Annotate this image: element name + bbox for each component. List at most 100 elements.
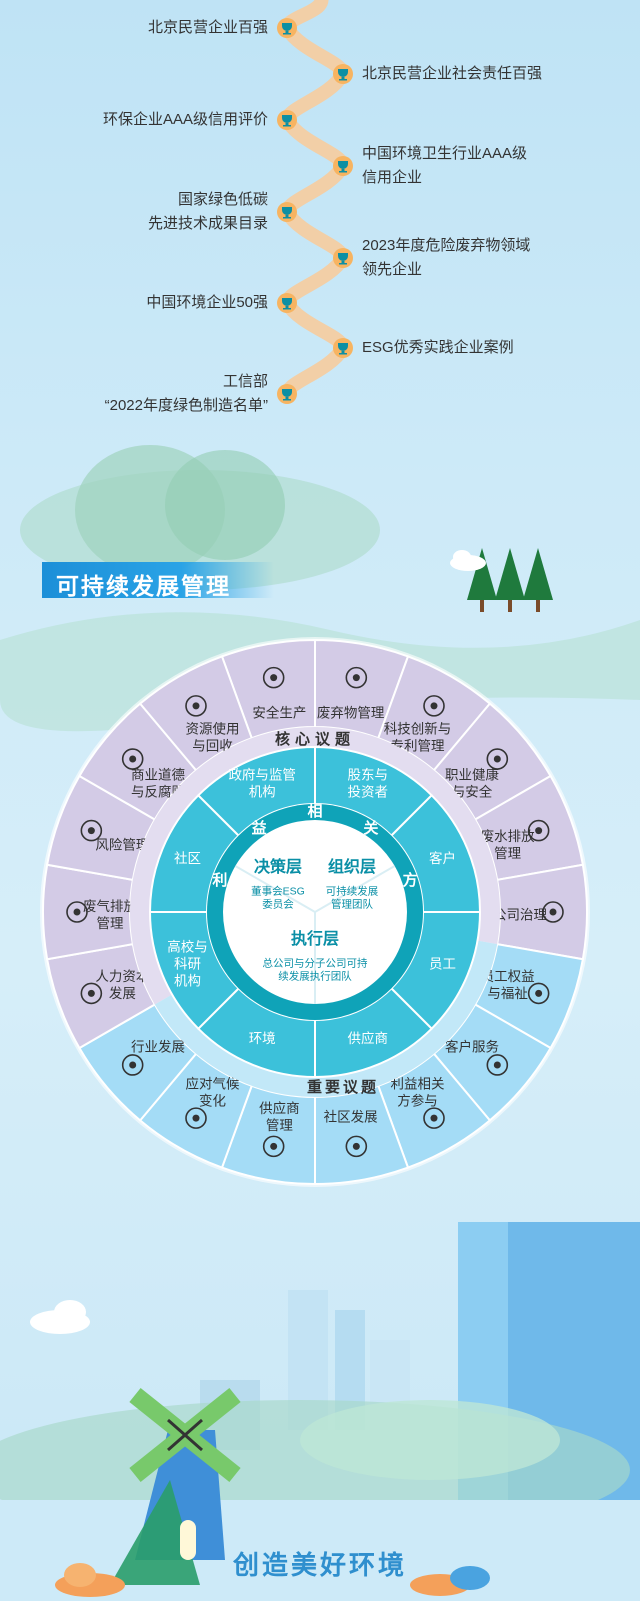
important-issue-label: 行业发展	[131, 1039, 185, 1054]
trophy-icon	[277, 384, 297, 404]
important-issue-label: 与福祉	[487, 986, 528, 1001]
honor-item: 环保企业AAA级信用评价	[103, 110, 297, 130]
buildings-icon	[542, 901, 564, 923]
core-issue-label: 废弃物管理	[317, 706, 385, 721]
stakeholder-title-char: 关	[363, 819, 378, 837]
important-issue-label: 供应商	[259, 1100, 300, 1116]
honors-timeline: 北京民营企业百强北京民营企业社会责任百强环保企业AAA级信用评价中国环境卫生行业…	[103, 0, 542, 414]
stakeholder-label: 政府与监管	[228, 768, 296, 783]
core-issue-label: 废气排放	[83, 899, 137, 914]
important-issue-label: 管理	[266, 1118, 293, 1133]
important-issue-label: 员工权益	[481, 968, 535, 984]
honor-item: 北京民营企业社会责任百强	[333, 64, 542, 84]
important-issue-label: 变化	[199, 1094, 226, 1109]
core-issue-label: 商业道德	[131, 767, 185, 782]
supplier-group-icon	[262, 1135, 285, 1158]
governance-desc: 可持续发展	[326, 884, 379, 897]
stakeholder-title-char: 方	[403, 871, 418, 889]
trophy-icon	[333, 64, 353, 84]
governance-desc: 董事会ESG	[251, 884, 305, 897]
health-shield-icon	[486, 748, 509, 770]
honor-item: ESG优秀实践企业案例	[333, 338, 514, 358]
governance-desc: 续发展执行团队	[278, 969, 352, 982]
honor-item: 北京民营企业百强	[148, 18, 297, 38]
employee-heart-icon	[527, 982, 550, 1005]
core-issue-segment: 安全生产	[220, 638, 316, 740]
core-issue-label: 资源使用	[186, 721, 240, 737]
governance-desc: 总公司与分子公司可持	[263, 956, 368, 969]
community-icon	[345, 1135, 368, 1158]
core-issue-label: 安全生产	[252, 705, 306, 721]
trophy-icon	[277, 202, 297, 222]
trees	[467, 548, 553, 612]
honor-label: “2022年度绿色制造名单”	[105, 397, 268, 414]
footer: 创造美好环境	[232, 1550, 404, 1580]
honor-item: 工信部“2022年度绿色制造名单”	[105, 373, 297, 414]
core-issue-label: 废水排放	[481, 829, 535, 844]
section-title: 可持续发展管理	[56, 573, 231, 599]
important-issue-label: 方参与	[397, 1093, 438, 1109]
core-issue-segment: 废弃物管理	[314, 638, 410, 740]
exhaust-truck-icon	[66, 901, 88, 923]
honor-label: 中国环境企业50强	[146, 293, 268, 311]
stakeholder-label: 股东与	[348, 768, 389, 783]
stakeholder-title-char: 相	[307, 802, 322, 820]
important-issues-label: 重要议题	[307, 1078, 379, 1096]
honor-label: 环保企业AAA级信用评价	[103, 110, 268, 128]
core-issue-label: 风险管理	[95, 837, 149, 852]
honor-label: 中国环境卫生行业AAA级	[362, 144, 527, 162]
core-issue-label: 科技创新与	[384, 722, 452, 737]
honor-label: 国家绿色低碳	[178, 191, 268, 208]
stakeholder-label: 供应商	[348, 1030, 389, 1046]
section-banner: 可持续发展管理	[42, 562, 274, 599]
honor-label: 信用企业	[362, 168, 422, 186]
governance-desc: 管理团队	[331, 897, 373, 910]
stakeholder-label: 机构	[174, 973, 201, 988]
sync-icon	[423, 1107, 445, 1129]
trophy-icon	[277, 18, 297, 38]
honor-label: ESG优秀实践企业案例	[362, 338, 514, 356]
important-band	[154, 940, 498, 1097]
important-issue-label: 应对气候	[186, 1076, 240, 1092]
recycle-icon	[345, 666, 368, 689]
trophy-icon	[277, 293, 297, 313]
stakeholder-label: 投资者	[348, 785, 389, 800]
core-issue-label: 与回收	[192, 739, 233, 754]
core-issue-label: 公司治理	[493, 908, 547, 923]
governance-title: 执行层	[291, 929, 339, 948]
scale-icon	[121, 748, 144, 770]
timeline-ribbon	[279, 0, 351, 401]
core-issues-label: 核心议题	[275, 730, 355, 748]
important-issue-label: 客户服务	[445, 1038, 499, 1054]
important-issue-label: 利益相关	[391, 1077, 445, 1092]
honor-label: 领先企业	[362, 260, 422, 278]
core-issue-label: 职业健康	[445, 766, 499, 782]
trophy-icon	[333, 338, 353, 358]
core-issue-label: 发展	[109, 986, 136, 1001]
stakeholder-title-char: 益	[252, 819, 267, 837]
money-cycle-icon	[80, 982, 103, 1005]
honor-label: 先进技术成果目录	[148, 215, 268, 232]
gear-shield-icon	[262, 666, 285, 689]
stakeholder-label: 科研	[174, 956, 201, 971]
honor-label: 2023年度危险废弃物领域	[362, 237, 530, 254]
trophy-icon	[333, 156, 353, 176]
governance-desc: 委员会	[262, 897, 294, 910]
stakeholder-title-char: 利	[212, 871, 227, 889]
honor-label: 北京民营企业社会责任百强	[362, 64, 542, 82]
windmill	[110, 1387, 241, 1585]
stakeholder-label: 社区	[174, 851, 201, 866]
stakeholder-label: 高校与	[167, 938, 208, 954]
stakeholder-label: 机构	[249, 785, 276, 800]
plus-shield-icon	[80, 819, 103, 842]
